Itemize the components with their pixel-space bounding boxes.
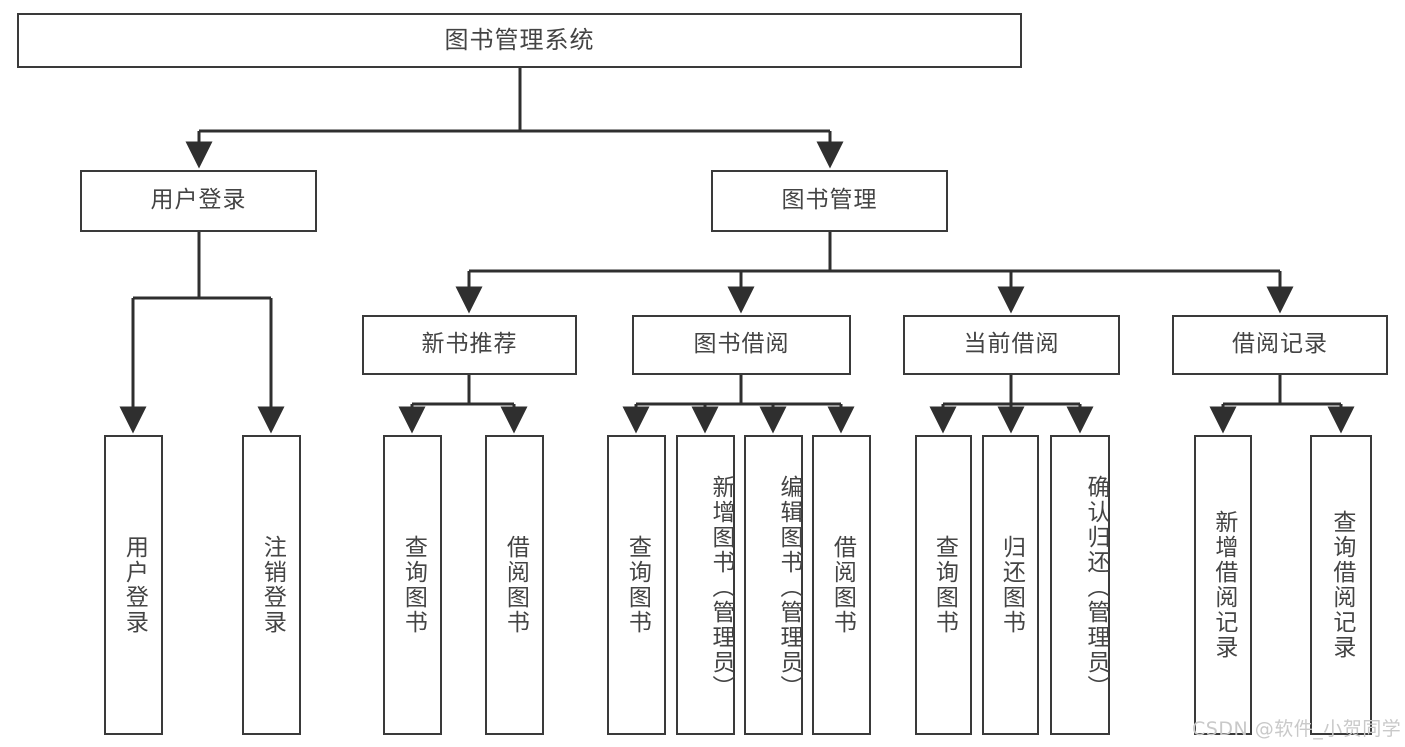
node-new-book-recommend-label: 新书推荐 [421, 331, 518, 358]
leaf-query-book-1-label: 查询图书 [400, 535, 427, 635]
node-current-borrow-label: 当前借阅 [963, 331, 1060, 358]
leaf-confirm-return[interactable]: 确认归还（管理员） [1050, 435, 1110, 735]
leaf-borrow-book-2-label: 借阅图书 [829, 535, 856, 635]
node-borrow-record[interactable]: 借阅记录 [1172, 315, 1388, 375]
leaf-add-record-label: 新增借阅记录 [1210, 510, 1237, 660]
leaf-query-record-label: 查询借阅记录 [1328, 510, 1355, 660]
node-user-login[interactable]: 用户登录 [80, 170, 317, 232]
watermark: CSDN @软件_小贺同学 [1192, 718, 1402, 740]
node-borrow-record-label: 借阅记录 [1232, 331, 1328, 358]
leaf-user-login[interactable]: 用户登录 [104, 435, 163, 735]
node-root-label: 图书管理系统 [444, 26, 595, 55]
leaf-return-book-label: 归还图书 [998, 535, 1025, 635]
node-root[interactable]: 图书管理系统 [17, 13, 1022, 68]
node-current-borrow[interactable]: 当前借阅 [903, 315, 1120, 375]
leaf-add-record[interactable]: 新增借阅记录 [1194, 435, 1252, 735]
leaf-borrow-book-1[interactable]: 借阅图书 [485, 435, 544, 735]
node-new-book-recommend[interactable]: 新书推荐 [362, 315, 577, 375]
leaf-query-book-2-label: 查询图书 [624, 535, 651, 635]
leaf-query-book-2[interactable]: 查询图书 [607, 435, 666, 735]
leaf-edit-book-label: 编辑图书（管理员） [776, 474, 802, 700]
node-book-manage-label: 图书管理 [781, 187, 878, 214]
leaf-query-record[interactable]: 查询借阅记录 [1310, 435, 1372, 735]
leaf-borrow-book-1-label: 借阅图书 [502, 535, 529, 635]
leaf-return-book[interactable]: 归还图书 [982, 435, 1039, 735]
leaf-add-book-label: 新增图书（管理员） [708, 474, 734, 700]
node-book-borrow[interactable]: 图书借阅 [632, 315, 851, 375]
leaf-logout[interactable]: 注销登录 [242, 435, 301, 735]
leaf-query-book-1[interactable]: 查询图书 [383, 435, 442, 735]
leaf-user-login-label: 用户登录 [121, 535, 148, 635]
leaf-edit-book[interactable]: 编辑图书（管理员） [744, 435, 803, 735]
leaf-query-book-3[interactable]: 查询图书 [915, 435, 972, 735]
node-book-borrow-label: 图书借阅 [693, 331, 790, 358]
leaf-query-book-3-label: 查询图书 [931, 535, 958, 635]
node-user-login-label: 用户登录 [150, 187, 247, 214]
leaf-borrow-book-2[interactable]: 借阅图书 [812, 435, 871, 735]
leaf-confirm-return-label: 确认归还（管理员） [1083, 474, 1109, 700]
node-book-manage[interactable]: 图书管理 [711, 170, 948, 232]
leaf-add-book[interactable]: 新增图书（管理员） [676, 435, 735, 735]
leaf-logout-label: 注销登录 [259, 535, 286, 635]
